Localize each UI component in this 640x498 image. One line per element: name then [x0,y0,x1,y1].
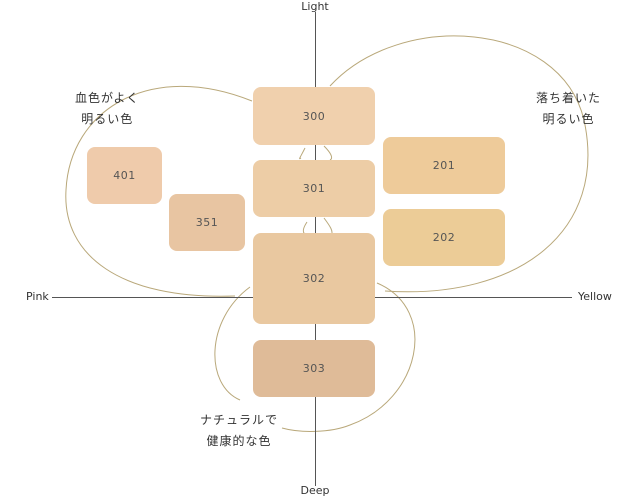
shade-swatch-302: 302 [253,233,375,324]
shade-swatch-401: 401 [87,147,162,204]
shade-swatch-201: 201 [383,137,505,194]
pink-group-label: 血色がよく 明るい色 [75,88,139,130]
shade-swatch-301: 301 [253,160,375,217]
pink-group-curve [65,85,253,297]
natural-group-curve [214,286,251,401]
natural-group-label: ナチュラルで 健康的な色 [200,410,278,452]
natural-group-label-line2: 健康的な色 [206,434,272,448]
axis-label-left: Pink [26,290,49,303]
natural-group-label-line1: ナチュラルで [200,413,279,427]
pink-group-label-line1: 血色がよく [75,91,140,105]
axis-label-top: Light [301,0,329,13]
inner-arc-left [299,147,306,160]
yellow-group-label-line2: 明るい色 [542,112,595,126]
yellow-group-curve [329,35,589,293]
shade-swatch-303: 303 [253,340,375,397]
axis-label-right: Yellow [578,290,612,303]
yellow-group-label-line1: 落ち着いた [536,91,602,105]
natural-group-curve-right [281,282,416,432]
shade-swatch-351: 351 [169,194,245,251]
shade-swatch-300: 300 [253,87,375,145]
yellow-group-label: 落ち着いた 明るい色 [536,88,601,130]
axis-label-bottom: Deep [300,484,330,497]
pink-group-label-line2: 明るい色 [81,112,134,126]
inner-arc-right [323,145,333,161]
shade-swatch-202: 202 [383,209,505,266]
